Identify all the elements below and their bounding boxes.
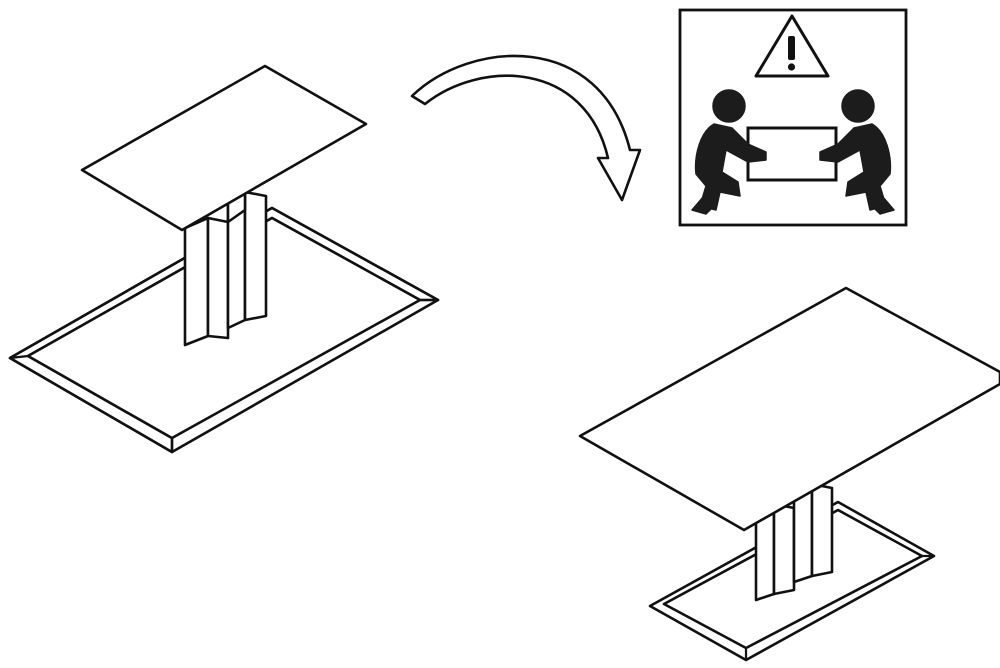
table-upside-down <box>8 64 440 454</box>
curved-arrow-icon <box>410 54 642 202</box>
column-side <box>772 502 796 596</box>
column-back-side <box>810 482 834 578</box>
person-right-icon <box>819 89 895 215</box>
person-left-icon <box>691 89 767 215</box>
column-front <box>183 216 210 347</box>
warning-triangle-icon <box>754 14 830 78</box>
tabletop <box>578 286 1000 532</box>
table-upright <box>578 286 1000 662</box>
column-side <box>206 216 230 340</box>
warning-panel <box>678 8 908 227</box>
column-back-side <box>243 190 268 322</box>
tabletop <box>80 64 368 232</box>
